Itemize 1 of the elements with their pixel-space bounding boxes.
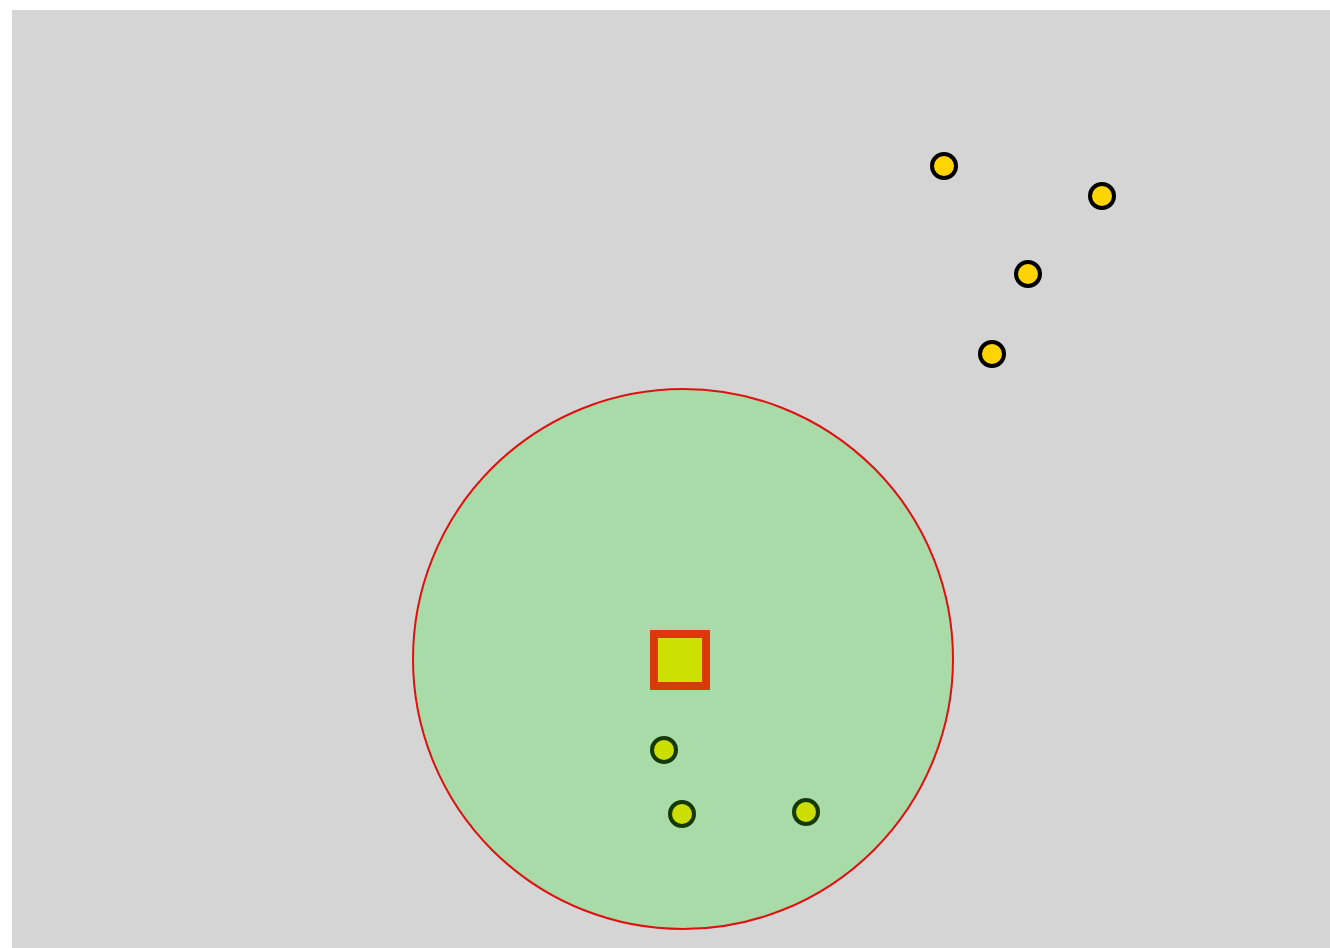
square-marker — [650, 630, 710, 690]
